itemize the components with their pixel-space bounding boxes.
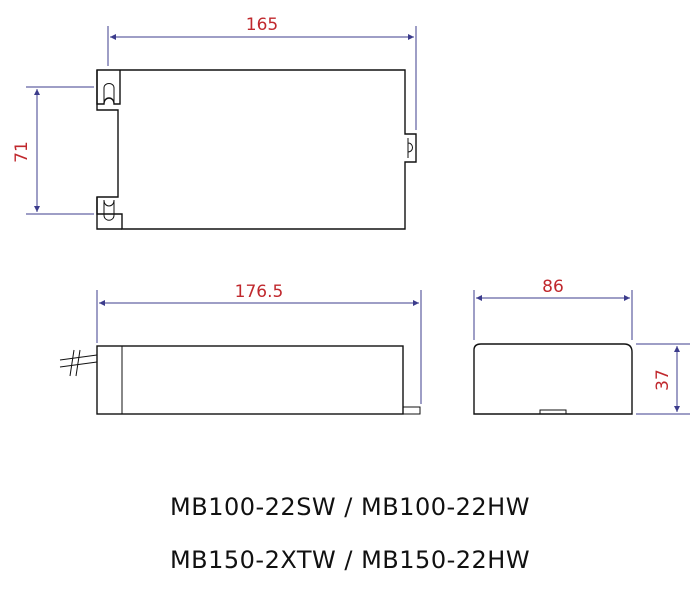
dim-end-width: 86: [542, 277, 564, 297]
dim-side-length: 176.5: [235, 282, 284, 302]
model-caption-line2: MB150-2XTW / MB150-22HW: [169, 546, 531, 574]
dim-end-height: 37: [653, 369, 673, 391]
dim-top-height: 71: [12, 141, 32, 163]
side-view: 176.5: [59, 282, 422, 415]
top-view: 165 71: [12, 15, 417, 230]
model-caption-line1: MB100-22SW / MB100-22HW: [170, 493, 530, 521]
dim-top-width: 165: [246, 15, 278, 35]
end-view: 86 37: [473, 277, 690, 415]
